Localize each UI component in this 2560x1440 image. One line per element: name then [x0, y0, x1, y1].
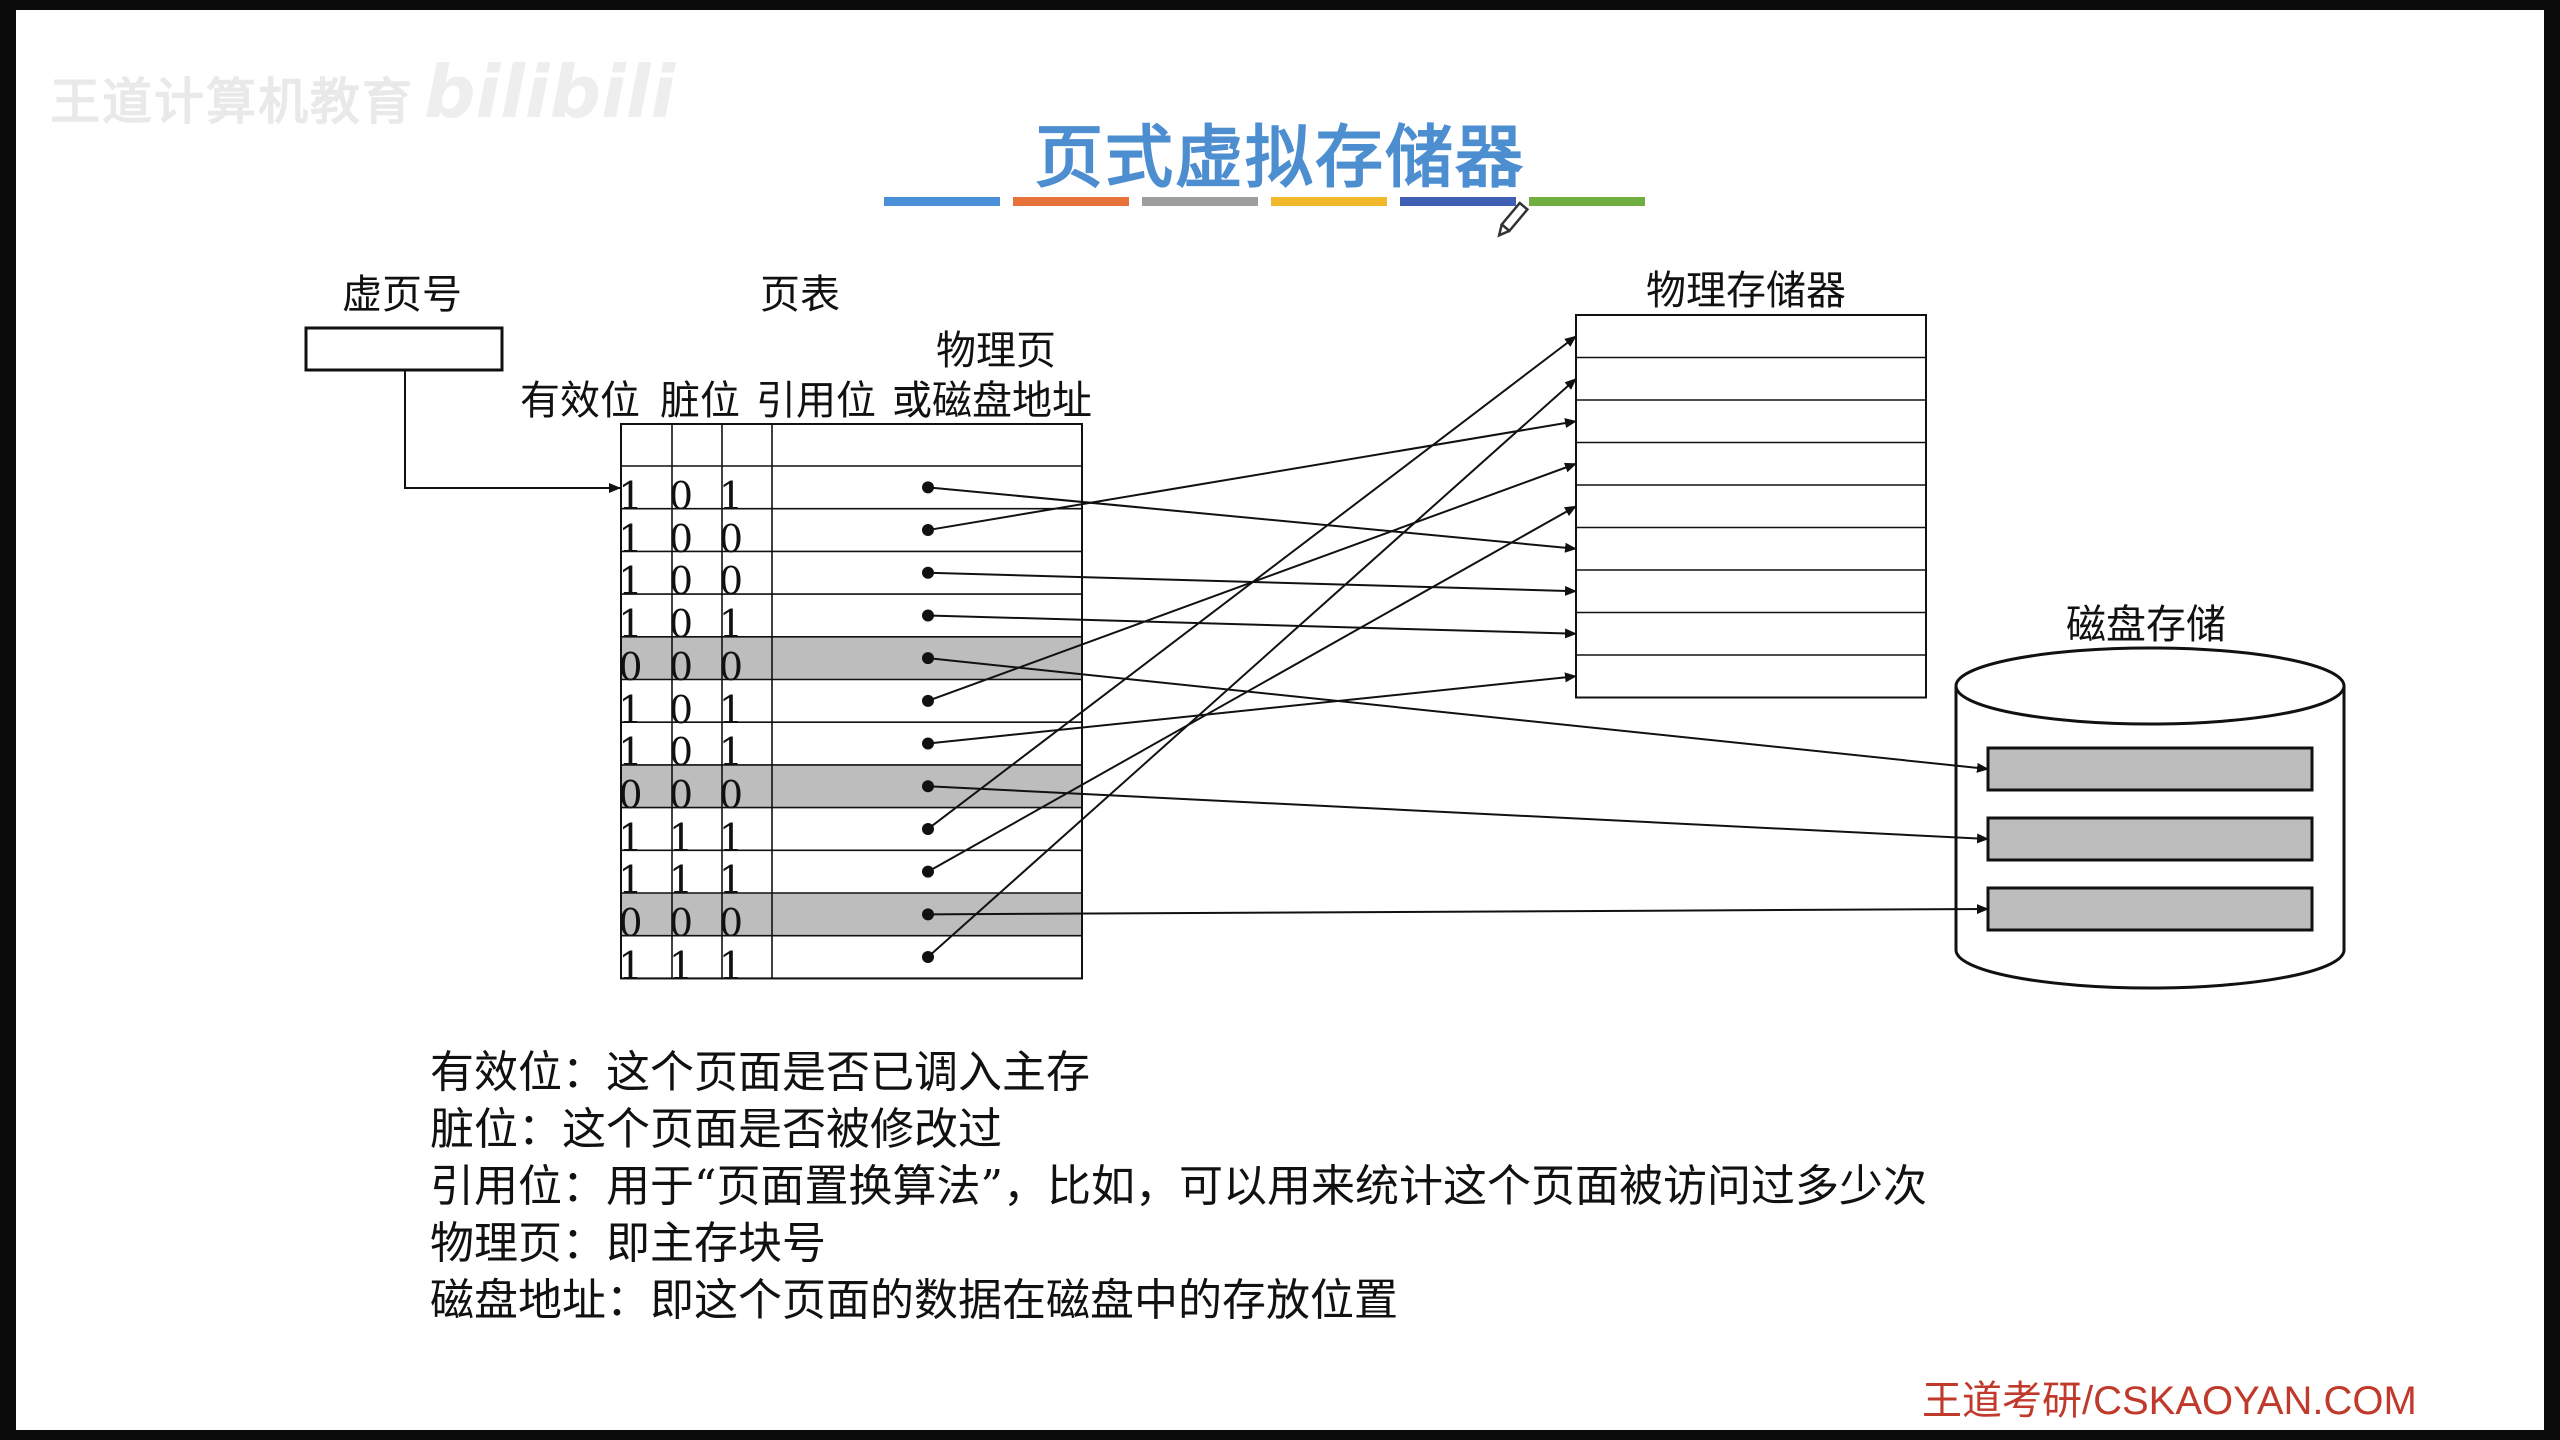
row-pointer-dot [922, 566, 934, 579]
page-table-bit: 1 [618, 815, 643, 860]
row-pointer-dot [922, 481, 934, 494]
valid-bit-header: 有效位 [520, 378, 640, 424]
virtual-page-number-box-frame [304, 326, 504, 372]
row-pointer-dot [922, 609, 934, 622]
page-table-bit: 0 [718, 559, 744, 604]
page-table-bit: 0 [668, 772, 694, 817]
dirty-bit-header: 脏位 [660, 378, 740, 424]
physical-memory-block [1575, 314, 1927, 699]
mapping-arrow [927, 614, 1577, 639]
mapping-arrow [927, 378, 1577, 958]
row-pointer-dot [922, 524, 934, 537]
accent-bar [1400, 197, 1516, 206]
mapping-arrows [927, 335, 1989, 958]
watermark-text: 王道计算机教育 [50, 73, 414, 131]
page-table-bit: 0 [718, 901, 744, 945]
row-pointer-dot [922, 822, 934, 835]
mapping-arrow [927, 672, 1577, 745]
page-table-bit: 0 [718, 772, 744, 817]
page-table-bit: 0 [668, 602, 694, 647]
page-table-bit: 1 [618, 730, 643, 775]
physical-memory-frame [1575, 314, 1927, 699]
vpn-index-arrow [404, 370, 621, 493]
virtual-page-number-box [304, 326, 621, 493]
row-pointer-dot [922, 652, 934, 665]
accent-bar [1529, 197, 1645, 206]
page-table-bit: 0 [718, 516, 744, 561]
accent-bars [884, 197, 1645, 206]
page-table-bit: 0 [618, 901, 643, 945]
note-dirty-bit: 脏位：这个页面是否被修改过 [430, 1104, 1002, 1155]
reference-bit-header: 引用位 [756, 378, 876, 424]
page-table-bit: 0 [618, 644, 643, 689]
page-table-bit: 1 [618, 687, 643, 732]
mapping-arrow [927, 657, 1989, 773]
disk-address-header: 或磁盘地址 [892, 378, 1092, 424]
page-table-bit: 0 [718, 644, 744, 689]
disk-storage-cylinder [1954, 646, 2346, 990]
page-table-bit: 1 [718, 602, 744, 647]
page-table-bit: 0 [668, 730, 694, 775]
page-table-bit: 1 [718, 730, 744, 775]
slide-title: 页式虚拟存储器 [1034, 118, 1525, 198]
page-table-bit: 1 [618, 858, 643, 903]
row-pointer-dot [922, 694, 934, 707]
page-table-bit: 1 [618, 516, 643, 561]
page-table-bit: 1 [618, 559, 643, 604]
page-table-bit: 1 [618, 602, 643, 647]
page-table-bit: 0 [668, 687, 694, 732]
virtual-page-number-label: 虚页号 [342, 272, 462, 318]
note-valid-bit: 有效位：这个页面是否已调入主存 [430, 1047, 1090, 1098]
physical-page-header: 物理页 [936, 328, 1056, 374]
page-table-bit: 1 [718, 474, 744, 518]
note-disk-address: 磁盘地址：即这个页面的数据在磁盘中的存放位置 [430, 1275, 1398, 1326]
disk-storage-label: 磁盘存储 [2066, 602, 2226, 648]
page-table-bit: 0 [668, 474, 694, 518]
note-physical-page: 物理页：即主存块号 [430, 1218, 826, 1269]
accent-bar [1142, 197, 1258, 206]
mapping-arrow [927, 418, 1577, 532]
page-table-bit: 0 [668, 559, 694, 604]
row-pointer-dot [922, 951, 934, 964]
row-pointer-dot [922, 780, 934, 793]
row-pointer-dot [922, 737, 934, 750]
accent-bar [1013, 197, 1129, 206]
page-table-diagram [304, 197, 2346, 990]
row-pointer-dot [922, 865, 934, 878]
row-pointer-dot [922, 908, 934, 921]
note-reference-bit: 引用位：用于“页面置换算法”，比如，可以用来统计这个页面被访问过多少次 [430, 1161, 1927, 1212]
physical-memory-label: 物理存储器 [1646, 268, 1846, 314]
page-table-bit: 0 [618, 772, 643, 817]
page-table-bit: 1 [618, 474, 643, 518]
page-table-bit: 1 [718, 815, 744, 860]
mapping-arrow [927, 904, 1989, 916]
page-table-bit: 1 [668, 858, 694, 903]
mapping-arrow [927, 785, 1989, 844]
mapping-arrow [927, 335, 1577, 830]
page-table-bit: 1 [618, 943, 643, 988]
footer-brand: 王道考研/CSKAOYAN.COM [1922, 1379, 2417, 1423]
mapping-arrow [927, 486, 1577, 553]
page-table-bit: 0 [668, 901, 694, 945]
accent-bar [884, 197, 1000, 206]
disk-block [1986, 816, 2314, 862]
page-table-bit: 1 [718, 943, 744, 988]
slide: 王道计算机教育 bilibili 页式虚拟存储器 虚页号 页表 物理页 有效位 … [16, 10, 2544, 1430]
invalid-row-shading [621, 764, 1082, 808]
disk-block [1986, 886, 2314, 932]
disk-block [1986, 746, 2314, 792]
page-table-bit: 1 [718, 858, 744, 903]
page-table-bit: 0 [668, 516, 694, 561]
disk-top [1954, 646, 2346, 726]
notes: 有效位：这个页面是否已调入主存 脏位：这个页面是否被修改过 引用位：用于“页面置… [430, 1044, 1927, 1329]
page-table-bit: 1 [668, 815, 694, 860]
page-table-label: 页表 [760, 272, 840, 318]
page-table-bit: 1 [668, 943, 694, 988]
accent-bar [1271, 197, 1387, 206]
page-table-bit: 0 [668, 644, 694, 689]
pen-icon [1497, 201, 1530, 238]
mapping-arrow [927, 505, 1577, 873]
bilibili-logo: bilibili [424, 50, 676, 134]
page-table-bit: 1 [718, 687, 744, 732]
